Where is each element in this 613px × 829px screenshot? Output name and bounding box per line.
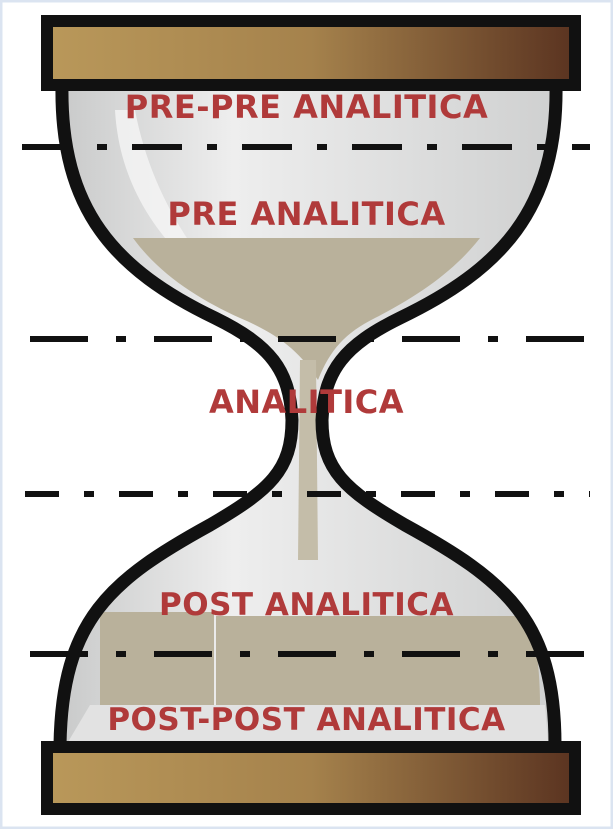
bottom-cap <box>41 741 581 815</box>
glass-frame-right <box>315 84 563 746</box>
phase-label-analitica: ANALITICA <box>208 383 405 421</box>
lower-sand-light-band <box>68 705 548 742</box>
top-cap <box>41 15 581 91</box>
sand-stream <box>298 360 318 560</box>
phase-label-pre-pre-analitica: PRE-PRE ANALITICA <box>124 88 489 126</box>
glass-highlight <box>115 110 235 300</box>
upper-sand <box>133 238 480 380</box>
lower-sand-left <box>100 612 214 705</box>
divider-lines <box>22 144 608 657</box>
phase-label-post-post-analitica: POST-POST ANALITICA <box>107 702 506 738</box>
phase-label-pre-analitica: PRE ANALITICA <box>167 195 446 233</box>
phase-label-post-analitica: POST ANALITICA <box>159 587 454 623</box>
lower-sand-right <box>216 616 540 705</box>
glass-frame <box>53 84 299 746</box>
